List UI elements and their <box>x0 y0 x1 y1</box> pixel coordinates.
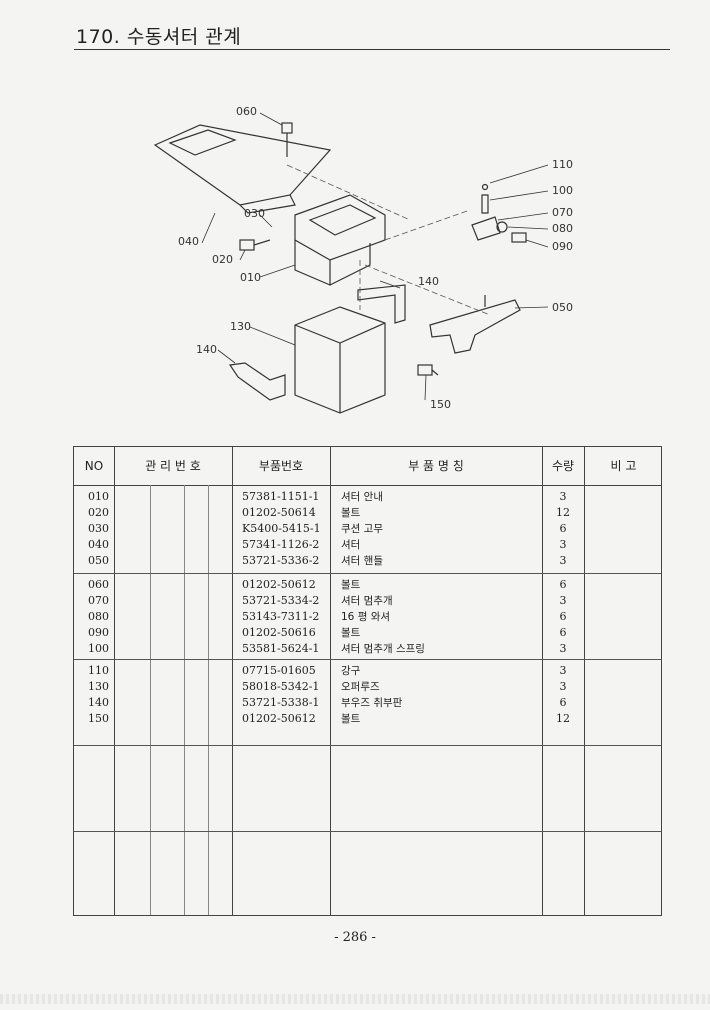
bracket-upper <box>357 284 406 324</box>
page-number: - 286 - <box>334 930 376 945</box>
col-divider <box>114 447 115 915</box>
col-divider <box>584 447 585 915</box>
table-header: NO 관 리 번 호 부품번호 부 품 명 칭 수량 비 고 <box>74 447 661 486</box>
callout-110: 110 <box>552 158 573 171</box>
stopper <box>471 216 501 241</box>
title-divider <box>74 49 670 50</box>
callout-130: 130 <box>230 320 251 333</box>
callout-140-upper: 140 <box>418 275 439 288</box>
exploded-parts-diagram: 060 110 100 070 080 090 030 040 020 010 … <box>120 95 600 425</box>
header-part-name: 부 품 명 칭 <box>408 459 464 473</box>
callout-010: 010 <box>240 271 261 284</box>
bolt-060 <box>281 122 293 134</box>
callout-140-lower: 140 <box>196 343 217 356</box>
shutter-handle <box>429 299 521 354</box>
bracket-lower <box>228 362 286 401</box>
header-no: NO <box>84 459 104 473</box>
col-divider <box>184 485 185 915</box>
group-divider <box>74 659 661 660</box>
page-title: 170. 수동셔터 관계 <box>76 26 242 48</box>
callout-050: 050 <box>552 301 573 314</box>
group-divider <box>74 573 661 574</box>
header-note: 비 고 <box>610 459 637 473</box>
callout-100: 100 <box>552 184 573 197</box>
callout-090: 090 <box>552 240 573 253</box>
shutter-guide <box>294 194 386 261</box>
header-qty: 수량 <box>551 459 575 473</box>
scan-artifact <box>0 994 710 1004</box>
diagram-svg: 060 110 100 070 080 090 030 040 020 010 … <box>153 105 573 414</box>
callout-060: 060 <box>236 105 257 118</box>
hopper <box>294 306 386 414</box>
col-divider <box>150 485 151 915</box>
group-divider <box>74 831 661 832</box>
callout-150: 150 <box>430 398 451 411</box>
callout-040: 040 <box>178 235 199 248</box>
steel-ball <box>481 183 489 191</box>
callout-030: 030 <box>244 207 265 220</box>
callout-020: 020 <box>212 253 233 266</box>
bolt-020 <box>239 239 255 251</box>
callout-080: 080 <box>552 222 573 235</box>
group-divider <box>74 745 661 746</box>
bolt-090 <box>511 232 527 243</box>
bolt-150 <box>417 364 433 376</box>
spring <box>481 194 489 214</box>
header-mgmt: 관 리 번 호 <box>145 459 201 473</box>
col-divider <box>232 447 233 915</box>
col-divider <box>330 447 331 915</box>
washer <box>496 221 508 233</box>
col-divider <box>208 485 209 915</box>
callout-070: 070 <box>552 206 573 219</box>
header-part-number: 부품번호 <box>258 459 304 473</box>
col-divider <box>542 447 543 915</box>
shutter-plate <box>153 124 332 206</box>
